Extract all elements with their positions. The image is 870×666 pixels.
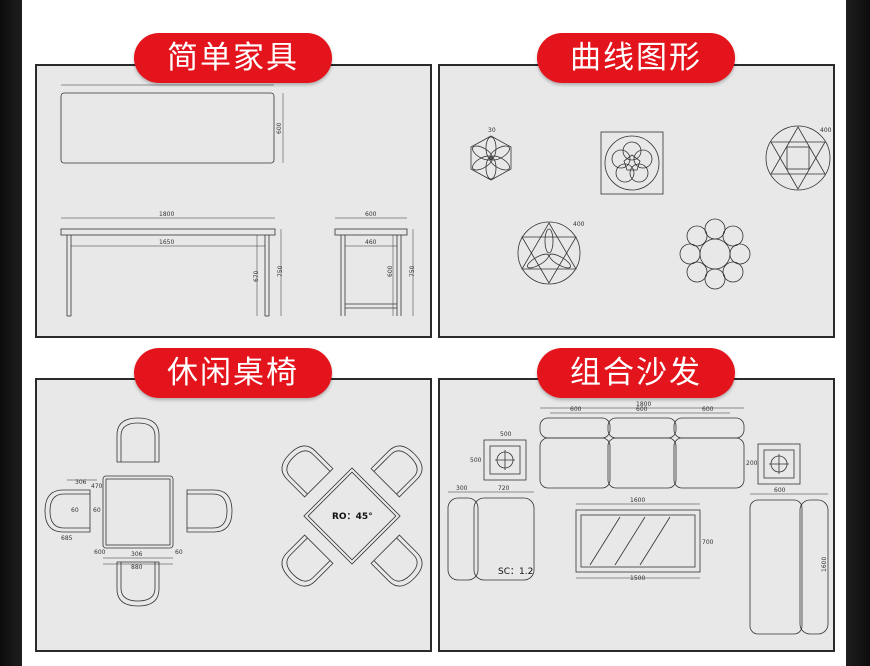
square-table (102, 475, 174, 549)
circle-ring (679, 218, 751, 290)
rotated-table (303, 467, 401, 565)
right-dark-border (846, 0, 870, 666)
rotation-label: RO：45° (332, 512, 373, 522)
title-curve-shapes: 曲线图形 (537, 33, 735, 83)
dim-leg-height: 670 (253, 270, 260, 282)
dim-side-width: 600 (365, 211, 377, 218)
panel-simple-furniture: 600 1800 1650 670 750 600 460 600 750 (35, 64, 432, 338)
combo-sofa-drawing: SC：1.2 1800 600 600 600 200 1500 700 160… (447, 401, 829, 635)
table-side-top (334, 228, 408, 236)
rotated-table-set (281, 445, 423, 587)
hexagon-flower (470, 135, 512, 181)
dim-circle: 400 (820, 127, 832, 134)
dim-length: 1800 (159, 211, 174, 218)
dim-left-h: 720 (498, 485, 510, 492)
right-sofa-seat (749, 499, 803, 635)
dim-side-inner: 460 (365, 239, 377, 246)
dim-width-top: 600 (276, 122, 283, 134)
left-sofa-seat (473, 497, 535, 581)
panel-leisure-chairs: RO：45° 306 60 60 306 880 600 60 470 685 (35, 378, 432, 652)
left-sofa-arm (447, 497, 479, 581)
scale-label: SC：1.2 (498, 567, 533, 577)
sofa-back-1 (539, 417, 611, 439)
dim-d: 306 (131, 551, 143, 558)
dim-left-w: 300 (456, 485, 468, 492)
dim-e: 880 (131, 564, 143, 571)
circle-star (765, 125, 831, 191)
square-flower (600, 131, 664, 195)
chair-bottom (116, 561, 160, 607)
coffee-table (575, 509, 701, 573)
dim-inner: 1650 (159, 239, 174, 246)
dim-side-w: 600 (774, 487, 786, 494)
title-simple-furniture: 简单家具 (134, 33, 332, 83)
dim-seat3: 600 (702, 406, 714, 413)
dim-seat2: 600 (636, 406, 648, 413)
title-leisure-chairs: 休闲桌椅 (134, 348, 332, 398)
chair-left (44, 489, 91, 533)
circle-six-star (517, 221, 581, 285)
dim-side-total: 750 (409, 265, 416, 277)
dim-total-height: 750 (277, 265, 284, 277)
leisure-chairs-drawing: RO：45° 306 60 60 306 880 600 60 470 685 (44, 417, 423, 607)
panel-curve-shapes: 30 400 400 (438, 64, 835, 338)
chair-top (116, 417, 160, 463)
dim-sq-a: 500 (500, 431, 512, 438)
dim-c: 60 (93, 507, 101, 514)
chair-right (186, 489, 233, 533)
dim-top-total: 1800 (636, 401, 651, 408)
dim-sq-b: 500 (470, 457, 482, 464)
dim-b: 60 (71, 507, 79, 514)
dim-f: 600 (94, 549, 106, 556)
side-table-right (757, 443, 801, 485)
dim-side-h: 1600 (821, 557, 828, 572)
side-table-left (483, 439, 527, 481)
dim-seat1: 600 (570, 406, 582, 413)
curve-shapes-drawing: 30 400 400 (470, 125, 832, 290)
dim-g: 60 (175, 549, 183, 556)
dim-star: 400 (573, 221, 585, 228)
sofa-seat-2 (607, 437, 677, 489)
table-front-top (60, 228, 276, 236)
dim-hex: 30 (488, 127, 496, 134)
sofa-back-2 (607, 417, 677, 439)
sofa-seat-3 (673, 437, 745, 489)
panel-combo-sofa: SC：1.2 1800 600 600 600 200 1500 700 160… (438, 378, 835, 652)
sofa-seat-1 (539, 437, 611, 489)
dim-i: 685 (61, 535, 73, 542)
dim-h: 470 (91, 483, 103, 490)
table-top-view (60, 92, 275, 164)
dim-end: 200 (746, 460, 758, 467)
simple-furniture-drawing: 600 1800 1650 670 750 600 460 600 750 (60, 84, 416, 317)
dim-side-leg: 600 (387, 265, 394, 277)
right-sofa-arm (799, 499, 829, 635)
dim-a: 306 (75, 479, 87, 486)
title-combo-sofa: 组合沙发 (537, 348, 735, 398)
sofa-back-3 (673, 417, 745, 439)
left-dark-border (0, 0, 22, 666)
dim-table-w: 1500 (630, 575, 645, 582)
dim-table-top: 1600 (630, 497, 645, 504)
dim-table-h: 700 (702, 539, 714, 546)
